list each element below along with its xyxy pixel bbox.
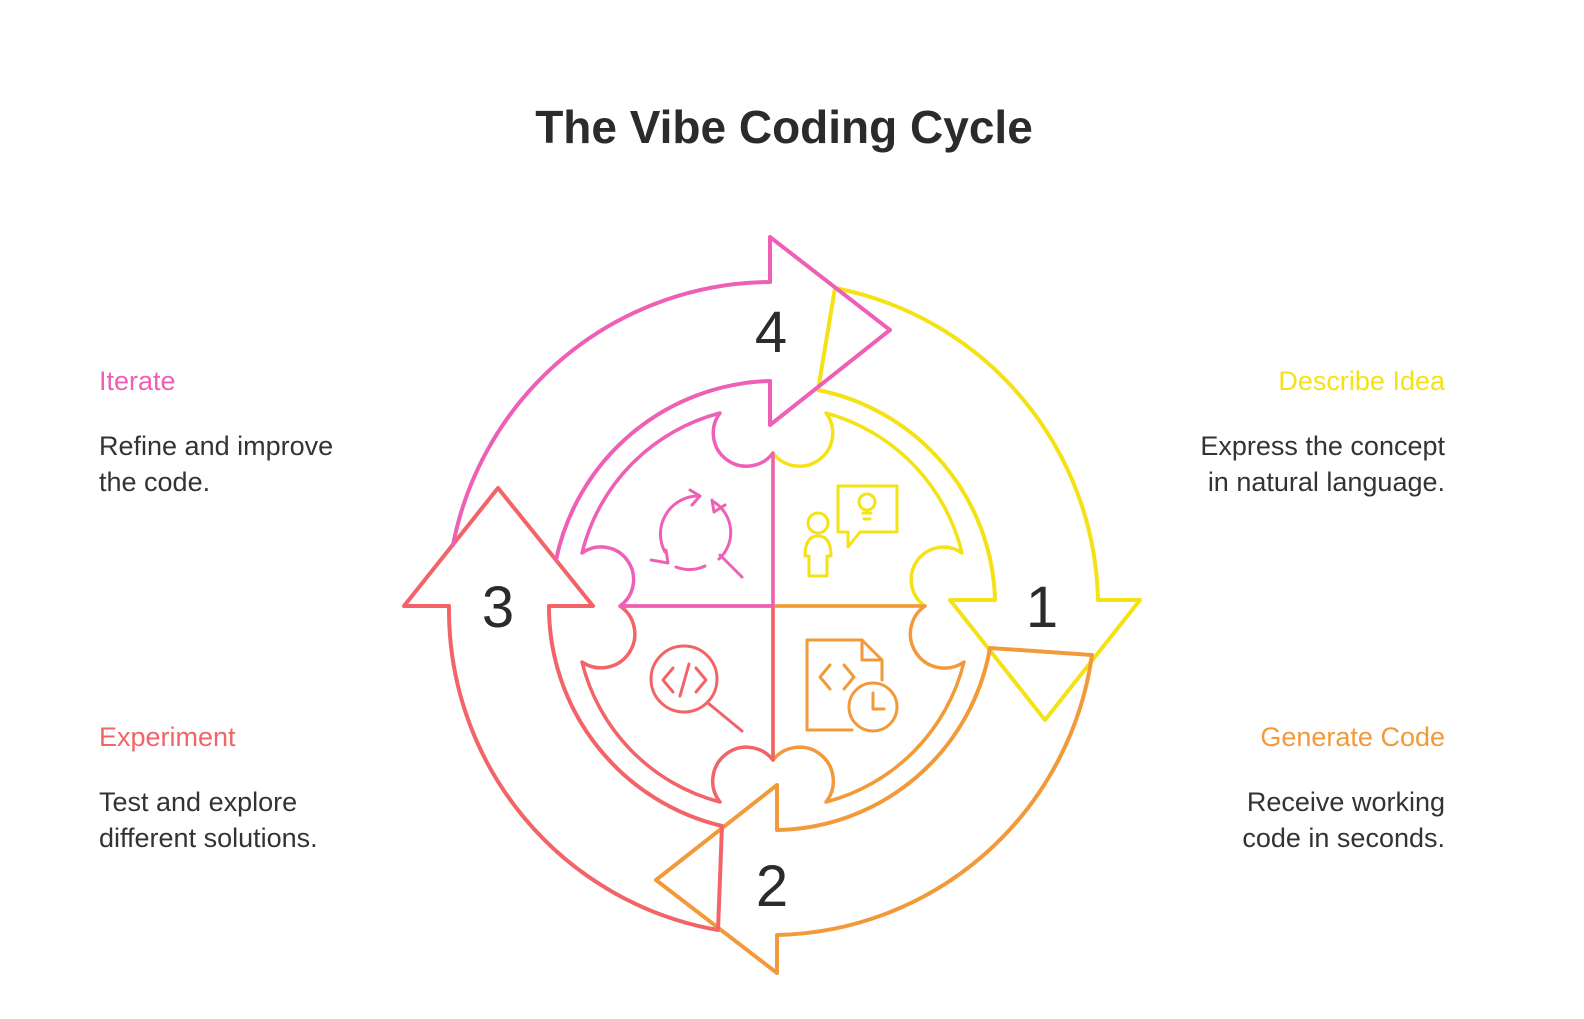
desc-line: Test and explore xyxy=(99,787,298,817)
step-number-3: 3 xyxy=(482,575,514,640)
desc-line: different solutions. xyxy=(99,823,318,853)
page-title: The Vibe Coding Cycle xyxy=(535,101,1033,153)
arrow-iterate xyxy=(451,235,892,562)
step-desc-describe: Express the concept in natural language. xyxy=(1115,428,1445,500)
arrow-describe xyxy=(816,286,1142,722)
step-title-experiment: Experiment xyxy=(99,722,236,752)
desc-line: the code. xyxy=(99,467,211,497)
person-idea-icon xyxy=(803,484,899,578)
desc-line: Express the concept xyxy=(1200,431,1445,461)
desc-line: code in seconds. xyxy=(1242,823,1445,853)
quadrant-experiment xyxy=(580,604,775,804)
step-number-2: 2 xyxy=(756,854,788,919)
code-search-icon xyxy=(649,644,744,733)
code-file-clock-icon xyxy=(805,638,899,733)
step-desc-iterate: Refine and improve the code. xyxy=(99,428,429,500)
step-title-describe: Describe Idea xyxy=(1278,366,1445,396)
step-title-iterate: Iterate xyxy=(99,366,176,396)
step-desc-generate: Receive working code in seconds. xyxy=(1115,784,1445,856)
desc-line: Receive working xyxy=(1246,787,1445,817)
step-number-1: 1 xyxy=(1026,575,1058,640)
refresh-search-icon xyxy=(649,488,744,579)
step-title-generate: Generate Code xyxy=(1260,722,1445,752)
step-desc-experiment: Test and explore different solutions. xyxy=(99,784,429,856)
arrow-generate xyxy=(654,646,1094,975)
quadrant-iterate xyxy=(580,411,775,608)
step-number-4: 4 xyxy=(755,300,787,365)
desc-line: in natural language. xyxy=(1207,467,1445,497)
quadrant-describe xyxy=(771,411,964,608)
desc-line: Refine and improve xyxy=(99,431,334,461)
arrow-experiment xyxy=(402,486,724,932)
quadrant-generate xyxy=(771,604,966,804)
